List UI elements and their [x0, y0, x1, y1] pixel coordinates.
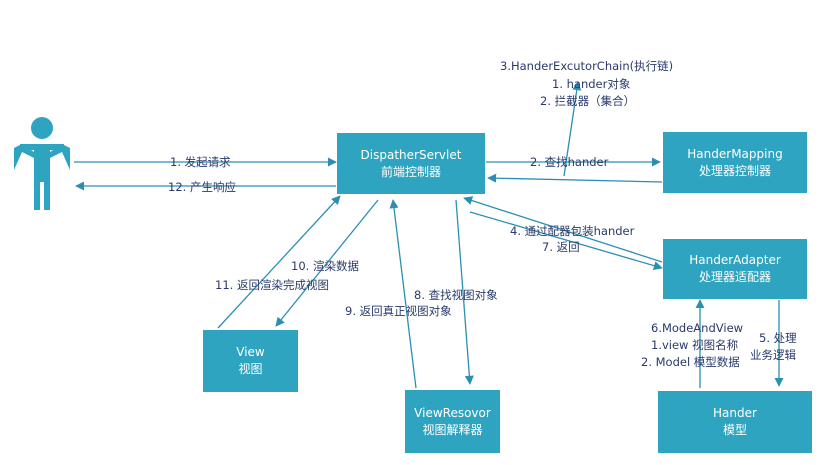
handler-adapter-subtitle: 处理器适配器: [698, 270, 771, 284]
label-step-4: 4. 通过配器包装hander: [510, 224, 635, 238]
handler-adapter-title: HanderAdapter: [689, 253, 781, 267]
handler-subtitle: 模型: [722, 423, 747, 437]
arrow-render: [275, 199, 379, 327]
dispatcher-servlet-node: DispatherServlet 前端控制器: [337, 133, 485, 194]
handler-node: Hander 模型: [658, 391, 812, 453]
person-icon: [14, 117, 70, 210]
view-node: View 视图: [203, 330, 298, 392]
label-step-6-item-2: 2. Model 模型数据: [641, 355, 740, 369]
arrow-find-view: [455, 199, 474, 385]
label-step-12: 12. 产生响应: [168, 180, 236, 194]
label-step-5-line-1: 5. 处理: [759, 331, 797, 345]
arrow-adapt-return: [463, 196, 663, 263]
view-resolver-subtitle: 视图解释器: [422, 422, 483, 437]
arrow-render-complete: [217, 195, 341, 329]
arrow-chain-return: [487, 173, 663, 183]
handler-adapter-node: HanderAdapter 处理器适配器: [663, 239, 807, 299]
label-step-5-line-2: 业务逻辑: [750, 348, 796, 362]
arrow-real-view: [389, 199, 417, 389]
arrow-adapt: [469, 211, 663, 271]
label-step-9: 9. 返回真正视图对象: [345, 304, 452, 318]
label-step-7: 7. 返回: [542, 240, 580, 254]
handler-mapping-subtitle: 处理器控制器: [698, 163, 771, 178]
label-step-8: 8. 查找视图对象: [414, 288, 498, 302]
view-resolver-node: ViewResovor 视图解释器: [405, 390, 500, 453]
handler-mapping-node: HanderMapping 处理器控制器: [663, 132, 807, 193]
label-step-3-item-1: 1. hander对象: [552, 77, 631, 91]
label-step-11: 11. 返回渲染完成视图: [215, 278, 329, 292]
dispatcher-servlet-subtitle: 前端控制器: [380, 164, 441, 179]
handler-title: Hander: [713, 406, 757, 420]
view-title: View: [236, 345, 265, 359]
label-step-2: 2. 查找hander: [530, 155, 609, 169]
label-step-6-item-1: 1.view 视图名称: [651, 338, 739, 352]
view-resolver-title: ViewResovor: [414, 405, 491, 420]
arrow-chain-callout: [563, 81, 582, 177]
label-step-1: 1. 发起请求: [170, 155, 231, 169]
label-step-10: 10. 渲染数据: [291, 259, 359, 273]
label-step-3-item-2: 2. 拦截器（集合）: [540, 94, 636, 108]
view-subtitle: 视图: [238, 362, 263, 376]
label-step-6: 6.ModeAndView: [651, 321, 744, 335]
label-step-3-title: 3.HanderExcutorChain(执行链): [500, 59, 674, 73]
dispatcher-servlet-title: DispatherServlet: [360, 147, 462, 162]
handler-mapping-title: HanderMapping: [687, 146, 783, 161]
